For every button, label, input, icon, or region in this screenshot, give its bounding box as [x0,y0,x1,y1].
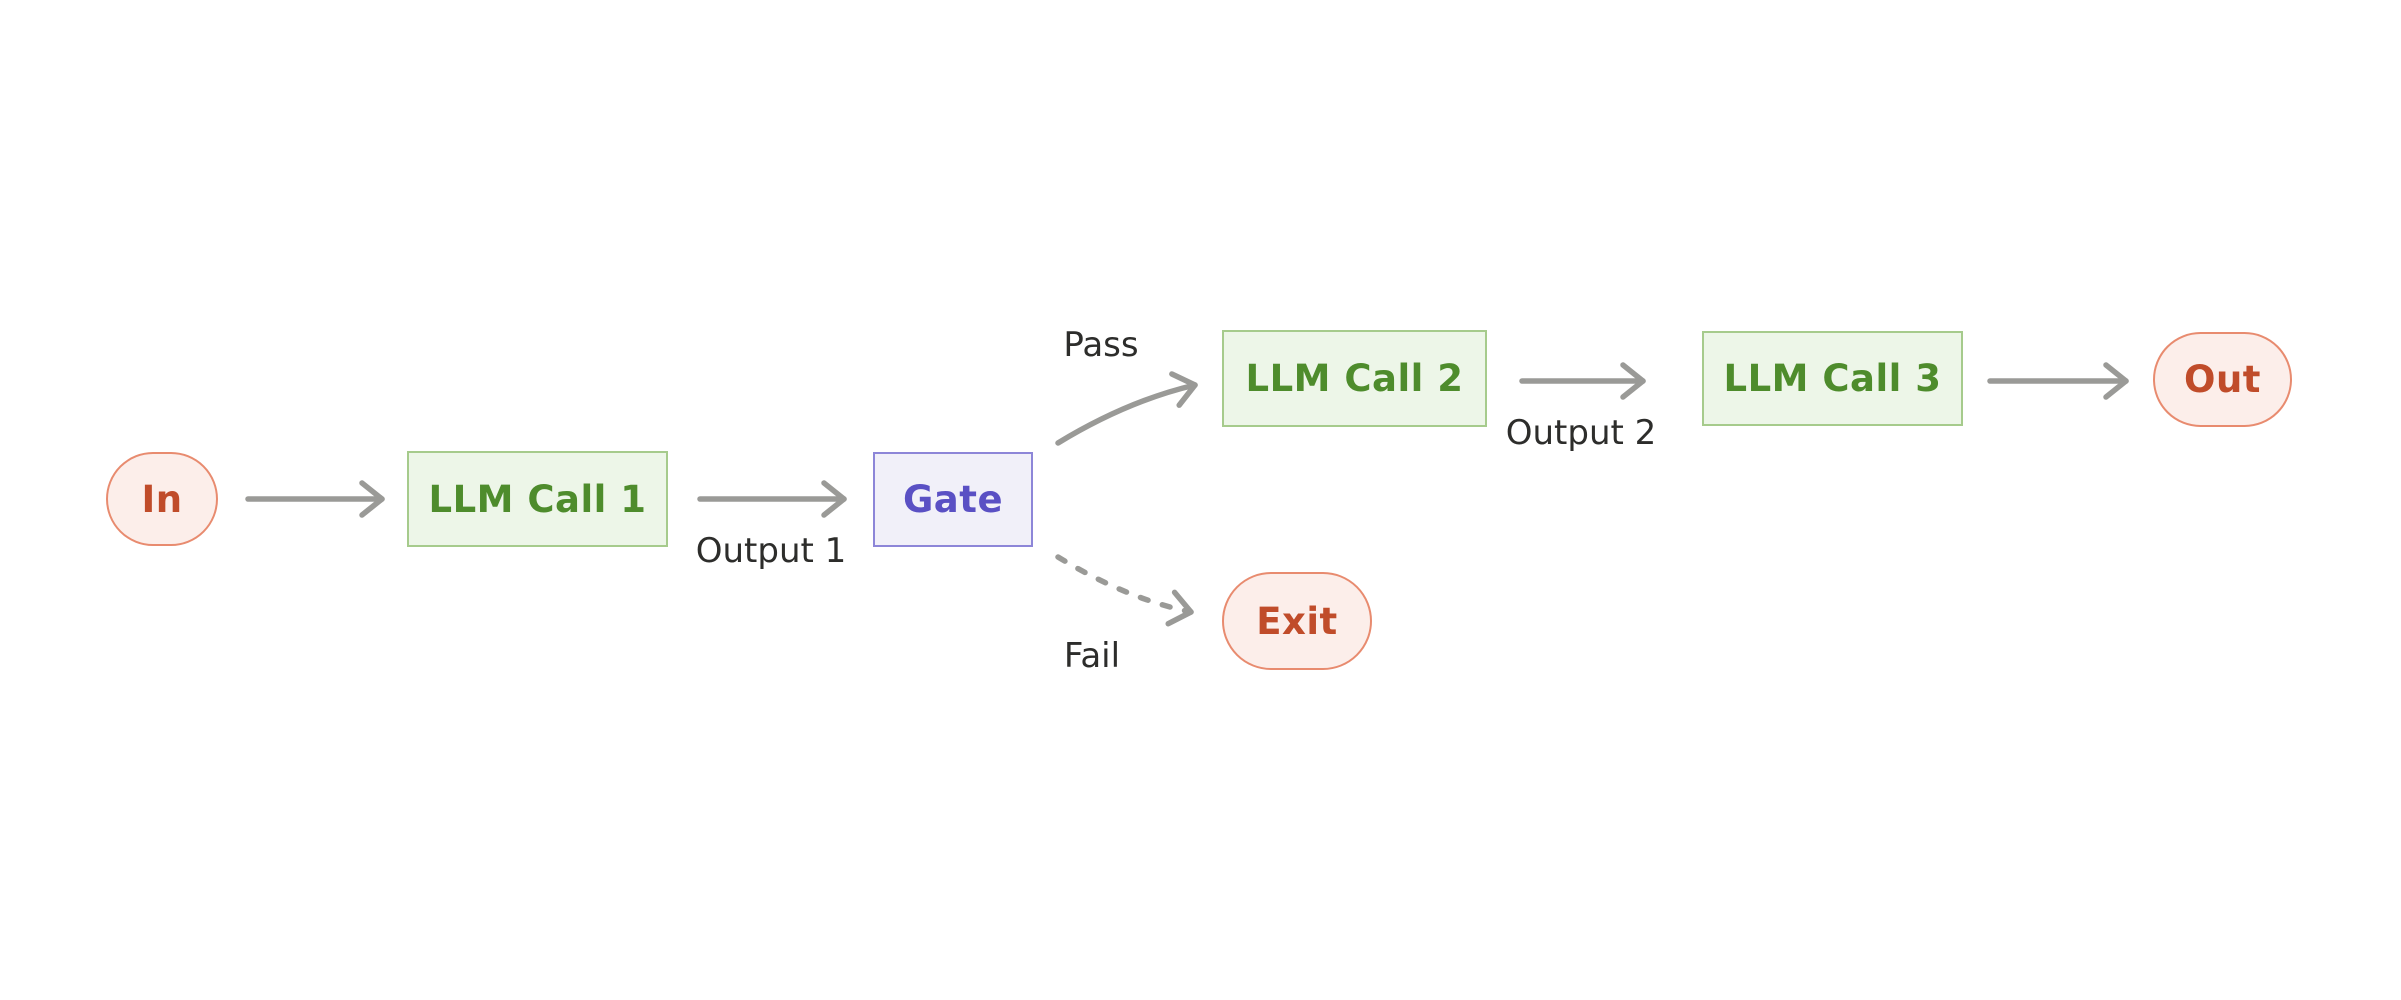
node-gate: Gate [873,452,1033,547]
node-llm-call-3-label: LLM Call 3 [1723,357,1942,400]
node-in: In [106,452,218,546]
edge-gate-to-llm-call-2-pass [1055,371,1198,446]
node-out: Out [2153,332,2292,427]
node-llm-call-3: LLM Call 3 [1702,331,1963,426]
edge-label-pass: Pass [1063,325,1139,365]
node-gate-label: Gate [902,478,1004,521]
edge-label-output-1: Output 1 [695,531,847,571]
node-llm-call-2: LLM Call 2 [1222,330,1487,427]
edge-label-fail: Fail [1063,636,1121,676]
node-exit: Exit [1222,572,1372,670]
edge-gate-to-exit-fail [1055,554,1194,627]
node-in-label: In [141,477,183,521]
node-exit-label: Exit [1256,599,1338,643]
edge-label-output-2: Output 2 [1505,413,1657,453]
node-llm-call-1-label: LLM Call 1 [428,477,647,521]
node-out-label: Out [2184,358,2261,401]
node-llm-call-2-label: LLM Call 2 [1245,357,1464,400]
node-llm-call-1: LLM Call 1 [407,451,668,547]
